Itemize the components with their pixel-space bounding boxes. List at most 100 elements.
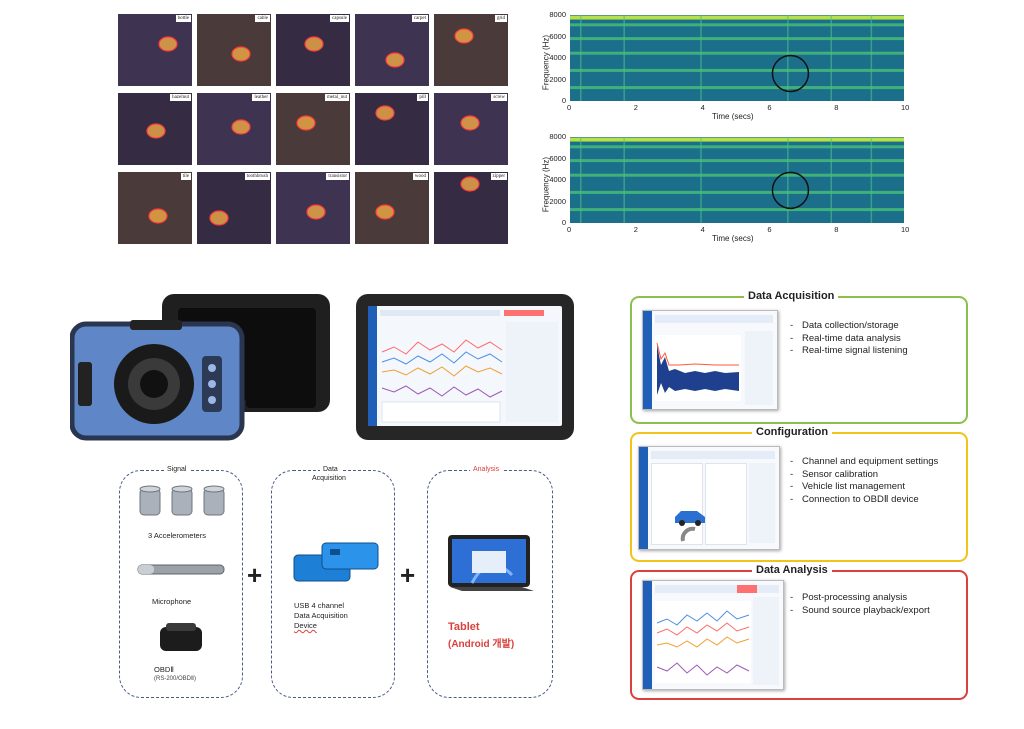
analysis-screenshot xyxy=(642,580,784,690)
anomaly-tile-label: grid xyxy=(494,15,507,22)
x-tick-label: 4 xyxy=(700,103,705,112)
tablet-label: Tablet xyxy=(448,621,480,633)
feature-list: Post-processing analysis Sound source pl… xyxy=(790,592,930,618)
feature-box-data-analysis: Data Analysis Post-processing analysis S… xyxy=(630,564,968,700)
anomaly-tile-label: screw xyxy=(491,94,507,101)
obd-sublabel: (RS-200/OBDⅡ) xyxy=(154,676,196,682)
anomaly-tile-transistor: transistor xyxy=(276,172,350,244)
feature-list: Data collection/storage Real-time data a… xyxy=(790,320,908,358)
feature-item: Sensor calibration xyxy=(790,469,938,482)
x-tick-label: 2 xyxy=(633,103,638,112)
feature-list: Channel and equipment settings Sensor ca… xyxy=(790,456,938,507)
anomaly-tile-carpet: carpet xyxy=(355,14,429,86)
x-tick-label: 2 xyxy=(633,225,638,234)
acquisition-desc-2: Data Acquisition xyxy=(294,611,348,620)
rugged-daq-device-photo xyxy=(69,292,338,444)
signal-panel: Signal 3 Accelerometers Microphone OBDⅡ … xyxy=(119,466,243,698)
feature-item: Sound source playback/export xyxy=(790,605,930,618)
anomaly-tile-wood: wood xyxy=(355,172,429,244)
acquisition-desc-3: Device xyxy=(294,621,317,630)
anomaly-tile-label: zipper xyxy=(490,173,507,180)
anomaly-tile-label: capsule xyxy=(330,15,349,22)
feature-box-data-acquisition: Data Acquisition Data collection/storage… xyxy=(630,290,968,424)
spectrogram-xlabel: Time (secs) xyxy=(712,112,754,121)
feature-item: Data collection/storage xyxy=(790,320,908,333)
x-tick-label: 6 xyxy=(767,225,772,234)
anomaly-tile-label: toothbrush xyxy=(244,173,270,180)
y-tick-label: 2000 xyxy=(549,74,566,84)
acquisition-desc-1: USB 4 channel xyxy=(294,601,345,610)
anomaly-tile-tile: tile xyxy=(118,172,192,244)
feature-title: Data Acquisition xyxy=(744,290,839,302)
plus-sign: + xyxy=(247,560,263,590)
x-tick-label: 4 xyxy=(700,225,705,234)
y-tick-label: 2000 xyxy=(549,196,566,206)
anomaly-tile-zipper: zipper xyxy=(434,172,508,244)
plus-sign: + xyxy=(400,560,416,590)
anomaly-tile-hazelnut: hazelnut xyxy=(118,93,192,165)
y-tick-label: 6000 xyxy=(549,153,566,163)
tablet-icon xyxy=(448,535,534,591)
feature-item: Channel and equipment settings xyxy=(790,456,938,469)
acquisition-panel-title-2: Acquisition xyxy=(312,475,346,482)
anomaly-tile-screw: screw xyxy=(434,93,508,165)
anomaly-tile-metal-nut: metal_nut xyxy=(276,93,350,165)
anomaly-tile-label: cable xyxy=(255,15,270,22)
feature-item: Connection to OBDⅡ device xyxy=(790,494,938,507)
anomaly-tile-label: bottle xyxy=(175,15,191,22)
data-acquisition-panel: Data Acquisition USB 4 channel Data Acqu… xyxy=(271,466,395,698)
feature-title: Data Analysis xyxy=(752,564,832,576)
acquisition-screenshot xyxy=(642,310,778,410)
x-tick-label: 8 xyxy=(834,103,839,112)
x-tick-label: 10 xyxy=(901,225,910,234)
anomaly-tile-capsule: capsule xyxy=(276,14,350,86)
y-tick-label: 8000 xyxy=(549,132,566,141)
tablet-sublabel: (Android 개발) xyxy=(448,639,515,650)
anomaly-tile-label: metal_nut xyxy=(325,94,349,101)
analysis-panel: Analysis Tablet (Android 개발) xyxy=(427,466,553,698)
spectrogram-plot xyxy=(570,15,904,101)
x-tick-label: 6 xyxy=(767,103,772,112)
configuration-screenshot xyxy=(638,446,780,550)
x-tick-label: 0 xyxy=(567,103,572,112)
feature-item: Post-processing analysis xyxy=(790,592,930,605)
feature-title: Configuration xyxy=(752,426,833,438)
accelerometers-label: 3 Accelerometers xyxy=(148,531,206,540)
feature-item: Real-time data analysis xyxy=(790,333,908,346)
anomaly-tile-grid: grid xyxy=(434,14,508,86)
anomaly-tile-label: hazelnut xyxy=(170,94,191,101)
x-tick-label: 0 xyxy=(567,225,572,234)
feature-item: Vehicle list management xyxy=(790,481,938,494)
spectrogram-xlabel: Time (secs) xyxy=(712,234,754,243)
tablet-software-photo xyxy=(354,292,576,442)
spectrogram-plot xyxy=(570,137,904,223)
y-tick-label: 0 xyxy=(561,218,566,227)
y-tick-label: 4000 xyxy=(549,175,566,184)
anomaly-tile-label: wood xyxy=(412,173,428,180)
usb-daq-device-icon xyxy=(293,542,379,582)
microphone-label: Microphone xyxy=(152,597,192,606)
anomaly-tile-label: tile xyxy=(180,173,191,180)
y-tick-label: 8000 xyxy=(549,10,566,19)
y-tick-label: 6000 xyxy=(549,31,566,41)
anomaly-tile-leather: leather xyxy=(197,93,271,165)
anomaly-tile-label: carpet xyxy=(411,15,428,22)
feature-item: Real-time signal listening xyxy=(790,345,908,358)
acquisition-panel-title-1: Data xyxy=(320,466,341,473)
anomaly-detection-grid: bottle cable capsule carpet grid hazelnut leat… xyxy=(118,14,508,246)
y-tick-label: 4000 xyxy=(549,53,566,62)
microphone-icon xyxy=(137,564,225,575)
obd-device-icon xyxy=(160,623,202,651)
anomaly-tile-bottle: bottle xyxy=(118,14,192,86)
anomaly-tile-toothbrush: toothbrush xyxy=(197,172,271,244)
analysis-panel-title: Analysis xyxy=(470,466,503,473)
anomaly-tile-label: leather xyxy=(252,94,270,101)
anomaly-tile-label: transistor xyxy=(326,173,349,180)
x-tick-label: 10 xyxy=(901,103,910,112)
anomaly-tile-cable: cable xyxy=(197,14,271,86)
y-tick-label: 0 xyxy=(561,96,566,105)
signal-panel-title: Signal xyxy=(164,466,190,473)
anomaly-tile-pill: pill xyxy=(355,93,429,165)
